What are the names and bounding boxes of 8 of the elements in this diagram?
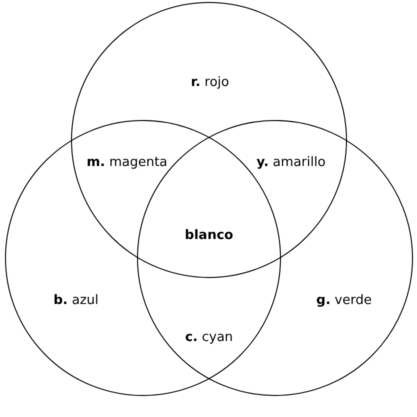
circle-label: b. azul <box>53 293 99 309</box>
region-label: c. cyan <box>185 330 233 346</box>
region-label: m. magenta <box>86 155 168 171</box>
region-label: blanco <box>184 228 234 244</box>
region-label: y. amarillo <box>256 155 326 171</box>
circle-label: g. verde <box>316 293 372 309</box>
venn-circle <box>71 2 347 278</box>
circle-label: r. rojo <box>190 75 230 91</box>
